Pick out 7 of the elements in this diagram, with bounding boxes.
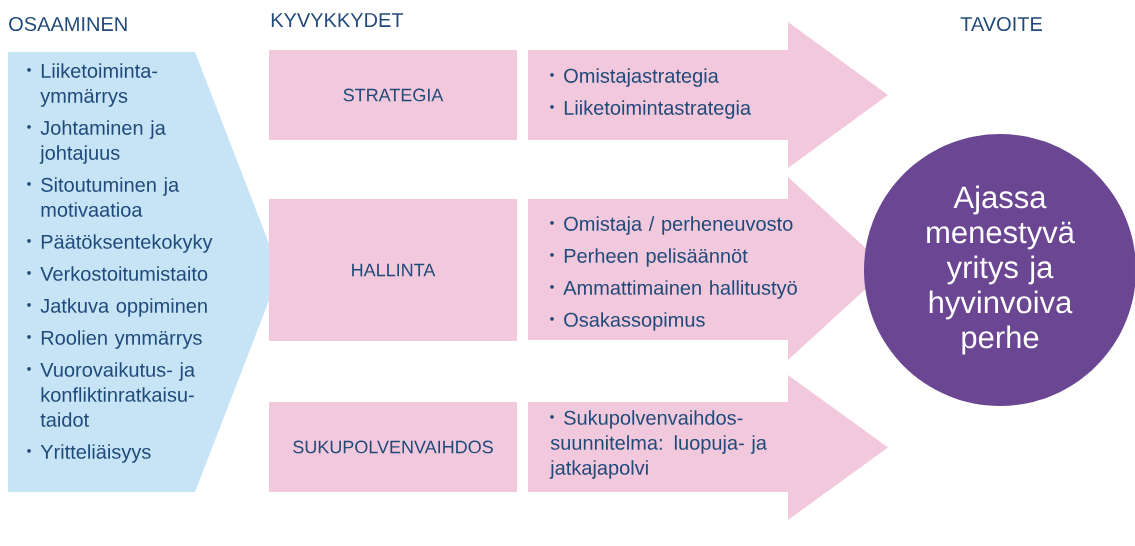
chevron-panel: Liiketoiminta-ymmärrys Johtaminen ja johtajuus Sitoutuminen ja motivaatioa Päätöksentekokyky Verkostoitumistaito Jatkuva oppiminen Roolien ymmärrys Vuorovaikutus- ja konfliktinratkaisu-taidot Yritteliäisyys: [8, 52, 280, 492]
column-heading: OSAAMINEN: [9, 16, 127, 32]
category-box: STRATEGIA: [269, 50, 517, 140]
category-box: SUKUPOLVENVAIHDOS: [269, 402, 517, 492]
column-heading: TAVOITE: [960, 16, 1042, 32]
category-box: HALLINTA: [269, 199, 517, 341]
column-heading: KYVYKKYDET: [271, 13, 404, 27]
